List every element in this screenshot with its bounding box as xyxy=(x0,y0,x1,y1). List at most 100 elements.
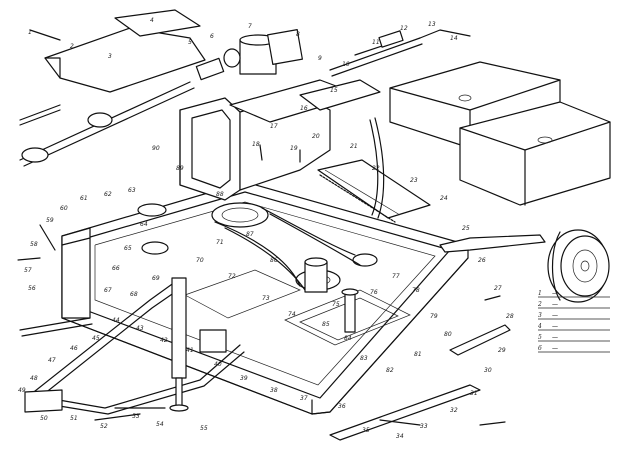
callout-number: 27 xyxy=(494,285,502,292)
parts-legend: 1 2 3 4 5 6 — — — — — — xyxy=(537,290,610,353)
callout-number: 10 xyxy=(342,61,350,68)
callout-number: 45 xyxy=(92,335,100,342)
callout-number: 78 xyxy=(412,287,420,294)
callout-number: 18 xyxy=(252,141,260,148)
tail-wheel xyxy=(547,229,610,303)
top-shield xyxy=(389,61,611,206)
callout-number: 13 xyxy=(428,21,436,28)
callout-number: 33 xyxy=(420,423,428,430)
callout-number: 6 xyxy=(210,33,214,40)
legend-item-3-number: 3 xyxy=(538,312,542,319)
front-rail xyxy=(229,79,381,123)
callout-number: 31 xyxy=(470,390,478,397)
callout-number: 4 xyxy=(150,17,154,24)
callout-number: 2 xyxy=(70,43,74,50)
callout-number: 55 xyxy=(200,425,208,432)
callout-number: 89 xyxy=(176,165,184,172)
callout-number: 90 xyxy=(152,145,160,152)
blade-window-left xyxy=(184,269,301,319)
rear-guard-roller xyxy=(317,117,546,253)
callout-number: 14 xyxy=(450,35,458,42)
callout-number: 49 xyxy=(18,387,26,394)
callout-number: 65 xyxy=(124,245,132,252)
hardware-bolts xyxy=(17,29,506,426)
callout-number: 16 xyxy=(300,105,308,112)
callout-number: 24 xyxy=(440,195,448,202)
spindle-assembly xyxy=(304,257,359,333)
callout-number: 85 xyxy=(322,321,330,328)
callout-number: 19 xyxy=(290,145,298,152)
callout-number: 66 xyxy=(112,265,120,272)
callout-number: 88 xyxy=(216,191,224,198)
legend-item-4-number: 4 xyxy=(537,323,542,330)
callout-number: 54 xyxy=(156,421,164,428)
callout-number: 59 xyxy=(46,217,54,224)
callout-number: 1 xyxy=(28,29,32,36)
callout-number: 41 xyxy=(186,347,194,354)
legend-item-3-text: — xyxy=(552,312,558,319)
input-shaft xyxy=(329,29,471,77)
callout-number: 53 xyxy=(132,413,140,420)
callout-number: 22 xyxy=(372,165,380,172)
callout-number: 44 xyxy=(112,317,120,324)
legend-item-2-number: 2 xyxy=(537,301,542,308)
skid-right xyxy=(329,324,511,441)
callout-number: 8 xyxy=(296,31,300,38)
callout-number: 7 xyxy=(248,23,252,30)
callout-number: 35 xyxy=(362,427,370,434)
callout-number: 86 xyxy=(270,257,278,264)
callout-number: 29 xyxy=(498,347,506,354)
callout-number: 34 xyxy=(396,433,404,440)
callout-number: 82 xyxy=(386,367,394,374)
callout-number: 21 xyxy=(350,143,358,150)
callout-number: 46 xyxy=(70,345,78,352)
gearbox xyxy=(223,29,303,75)
callout-number: 52 xyxy=(100,423,108,430)
callout-number: 77 xyxy=(392,273,400,280)
callout-number: 51 xyxy=(70,415,78,422)
callout-number: 74 xyxy=(288,311,296,318)
callout-number: 73 xyxy=(262,295,270,302)
legend-item-5-text: — xyxy=(552,334,558,341)
callout-number: 58 xyxy=(30,241,38,248)
callout-number: 37 xyxy=(300,395,308,402)
callout-number: 64 xyxy=(140,221,148,228)
callout-number: 61 xyxy=(80,195,88,202)
callout-number: 70 xyxy=(196,257,204,264)
callout-number: 15 xyxy=(330,87,338,94)
callout-number: 72 xyxy=(228,273,236,280)
callout-number: 50 xyxy=(40,415,48,422)
callout-number: 40 xyxy=(214,361,222,368)
callout-number: 87 xyxy=(246,231,254,238)
legend-item-2-text: — xyxy=(552,301,558,308)
jack-stand xyxy=(169,277,227,412)
callout-number: 43 xyxy=(136,325,144,332)
callout-number: 60 xyxy=(60,205,68,212)
callout-number: 84 xyxy=(344,335,352,342)
callout-number: 23 xyxy=(410,177,418,184)
callout-number: 30 xyxy=(484,367,492,374)
callout-number: 42 xyxy=(160,337,168,344)
callout-numbers: 1234567891011121314151617181920212223242… xyxy=(18,17,514,440)
callout-number: 76 xyxy=(370,289,378,296)
callout-number: 69 xyxy=(152,275,160,282)
legend-item-1-text: — xyxy=(552,290,558,297)
callout-number: 39 xyxy=(240,375,248,382)
a-frame-hitch xyxy=(19,227,245,415)
callout-number: 11 xyxy=(372,39,380,46)
callout-number: 80 xyxy=(444,331,452,338)
legend-item-4-text: — xyxy=(552,323,558,330)
callout-number: 47 xyxy=(48,357,56,364)
callout-number: 5 xyxy=(188,39,192,46)
legend-item-5-number: 5 xyxy=(538,334,542,341)
callout-number: 56 xyxy=(28,285,36,292)
callout-number: 79 xyxy=(430,313,438,320)
callout-number: 71 xyxy=(216,239,224,246)
callout-number: 63 xyxy=(128,187,136,194)
callout-number: 38 xyxy=(270,387,278,394)
legend-item-1-number: 1 xyxy=(538,290,542,297)
callout-number: 3 xyxy=(108,53,112,60)
callout-number: 75 xyxy=(332,301,340,308)
pto-shaft xyxy=(19,9,225,167)
